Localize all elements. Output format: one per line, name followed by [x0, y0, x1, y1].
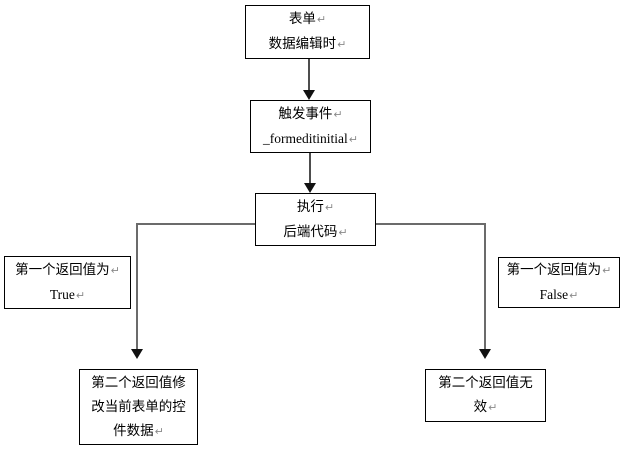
return-mark-icon: ↵ [348, 132, 358, 146]
node-label: 改当前表单的控 [91, 398, 186, 414]
node-text-line: 效↵ [474, 395, 498, 420]
edge-trigger-to-execute [304, 153, 316, 193]
node-label: True [49, 286, 75, 302]
node-text-line: 表单↵ [289, 7, 326, 32]
node-text-line: 数据编辑时↵ [269, 32, 347, 57]
node-label: 效 [473, 399, 488, 414]
edge-execute-to-modify [131, 223, 255, 359]
return-mark-icon: ↵ [488, 401, 498, 414]
node-first-return-true: 第一个返回值为↵ True↵ [4, 256, 131, 309]
node-label: 表单 [288, 11, 316, 26]
node-text-line: 执行↵ [297, 195, 334, 220]
node-label: 触发事件 [278, 105, 333, 121]
node-text-line: 第二个返回值无 [438, 371, 533, 395]
node-label: False [539, 286, 569, 302]
node-label: 第一个返回值为 [15, 261, 110, 277]
node-label: 后端代码 [283, 223, 338, 239]
node-text-line: False↵ [540, 283, 579, 308]
return-mark-icon: ↵ [154, 424, 164, 438]
node-text-line: 第二个返回值修 [91, 371, 186, 395]
return-mark-icon: ↵ [602, 263, 612, 277]
return-mark-icon: ↵ [75, 288, 86, 302]
arrowhead-icon [479, 349, 491, 359]
node-label: 执行 [296, 198, 324, 214]
node-label: 第一个返回值为 [506, 261, 602, 277]
return-mark-icon: ↵ [338, 225, 348, 239]
return-mark-icon: ↵ [569, 288, 579, 302]
node-label: 第二个返回值无 [438, 375, 533, 390]
return-mark-icon: ↵ [337, 38, 347, 51]
node-text-line: 改当前表单的控 [91, 395, 186, 419]
node-label: _formeditinitial [263, 130, 348, 146]
node-label: 数据编辑时 [268, 36, 337, 51]
return-mark-icon: ↵ [324, 200, 335, 214]
node-first-return-false: 第一个返回值为↵ False↵ [498, 257, 620, 308]
edge-execute-to-invalid [376, 223, 491, 359]
node-text-line: 件数据↵ [113, 419, 164, 444]
node-text-line: 触发事件↵ [278, 102, 342, 127]
node-text-line: 第一个返回值为↵ [15, 258, 120, 283]
arrowhead-icon [131, 349, 143, 359]
node-form-edit: 表单↵ 数据编辑时↵ [245, 5, 370, 59]
arrowhead-icon [303, 90, 315, 100]
node-second-return-modify: 第二个返回值修 改当前表单的控 件数据↵ [79, 369, 198, 445]
arrowhead-icon [304, 183, 316, 193]
node-text-line: 后端代码↵ [283, 220, 347, 245]
return-mark-icon: ↵ [333, 107, 343, 121]
node-execute-backend: 执行↵ 后端代码↵ [255, 193, 376, 246]
node-label: 件数据 [113, 422, 154, 438]
node-second-return-invalid: 第二个返回值无 效↵ [425, 369, 546, 422]
node-text-line: True↵ [50, 283, 85, 308]
return-mark-icon: ↵ [110, 263, 120, 277]
edge-form-to-trigger [303, 59, 315, 100]
node-label: 第二个返回值修 [91, 374, 186, 390]
node-text-line: _formeditinitial↵ [263, 127, 358, 152]
return-mark-icon: ↵ [316, 13, 327, 26]
node-text-line: 第一个返回值为↵ [507, 258, 612, 283]
node-trigger-event: 触发事件↵ _formeditinitial↵ [250, 100, 371, 153]
